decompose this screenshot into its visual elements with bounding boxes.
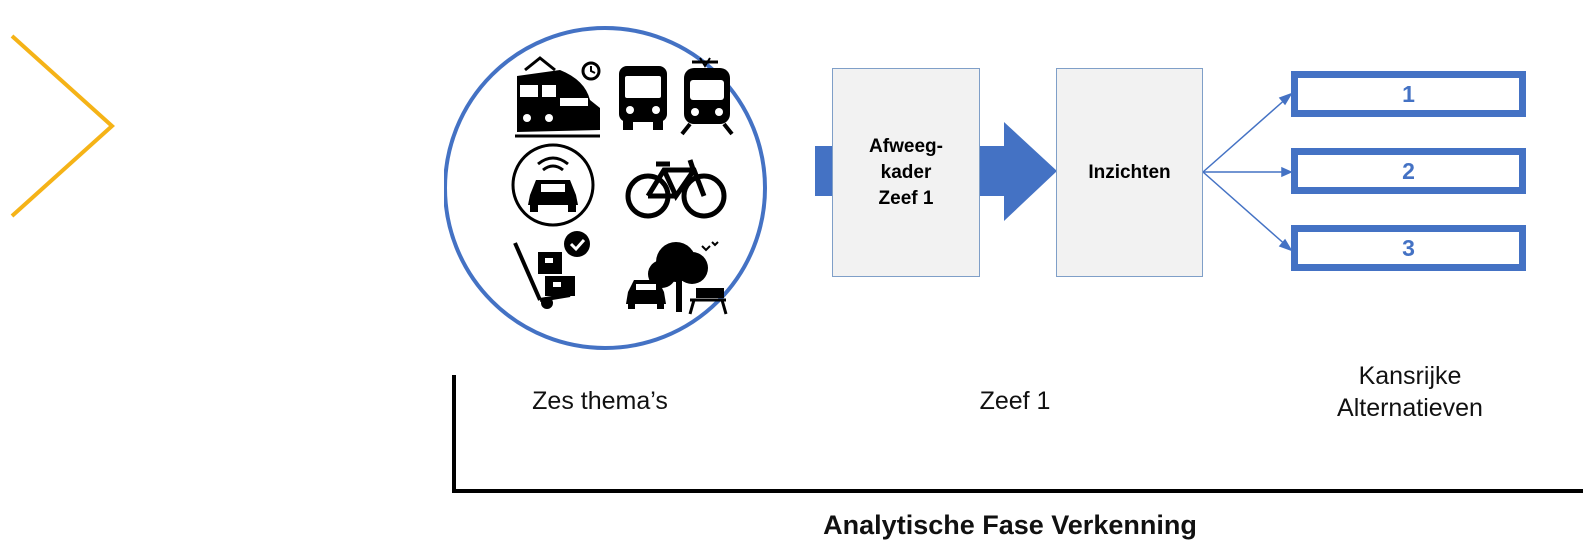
alternative-box-1: 1	[1291, 71, 1526, 117]
alternatives-label: Kansrijke Alternatieven	[1295, 360, 1525, 424]
chevron-decoration	[10, 34, 115, 218]
car-park-nature-icon	[626, 241, 728, 315]
train-clock-icon	[515, 56, 601, 138]
alternative-number: 1	[1402, 80, 1415, 107]
bus-icon	[619, 66, 667, 130]
alternatives-label-line-1: Kansrijke	[1358, 362, 1462, 390]
insights-label: Inzichten	[1088, 161, 1171, 183]
arrow-stub-into-sieve	[815, 146, 833, 196]
fan-arrows	[1202, 92, 1293, 252]
themes-label: Zes thema’s	[532, 387, 668, 415]
phase-title: Analytische Fase Verkenning	[823, 510, 1197, 540]
alternative-number: 3	[1402, 234, 1415, 261]
big-arrow-sieve-to-insights	[980, 122, 1057, 221]
insights-box: Inzichten	[1056, 68, 1203, 277]
themes-circle	[444, 26, 767, 350]
parcel-delivery-icon	[513, 231, 590, 309]
sieve-box-line-2: kader	[880, 161, 932, 183]
connected-car-icon	[511, 143, 595, 227]
alternative-box-2: 2	[1291, 148, 1526, 194]
sieve-box-line-1: Afweeg-	[869, 135, 943, 157]
bicycle-icon	[625, 159, 727, 219]
sieve-box-line-3: Zeef 1	[878, 187, 934, 209]
phase-bracket-left	[452, 375, 456, 493]
tram-icon	[680, 57, 734, 136]
phase-bracket-bottom	[452, 489, 1583, 493]
alternatives-label-line-2: Alternatieven	[1337, 394, 1483, 422]
sieve-box: Afweeg- kader Zeef 1	[832, 68, 980, 277]
alternative-number: 2	[1402, 157, 1415, 184]
sieve-label: Zeef 1	[979, 387, 1051, 415]
alternative-box-3: 3	[1291, 225, 1526, 271]
